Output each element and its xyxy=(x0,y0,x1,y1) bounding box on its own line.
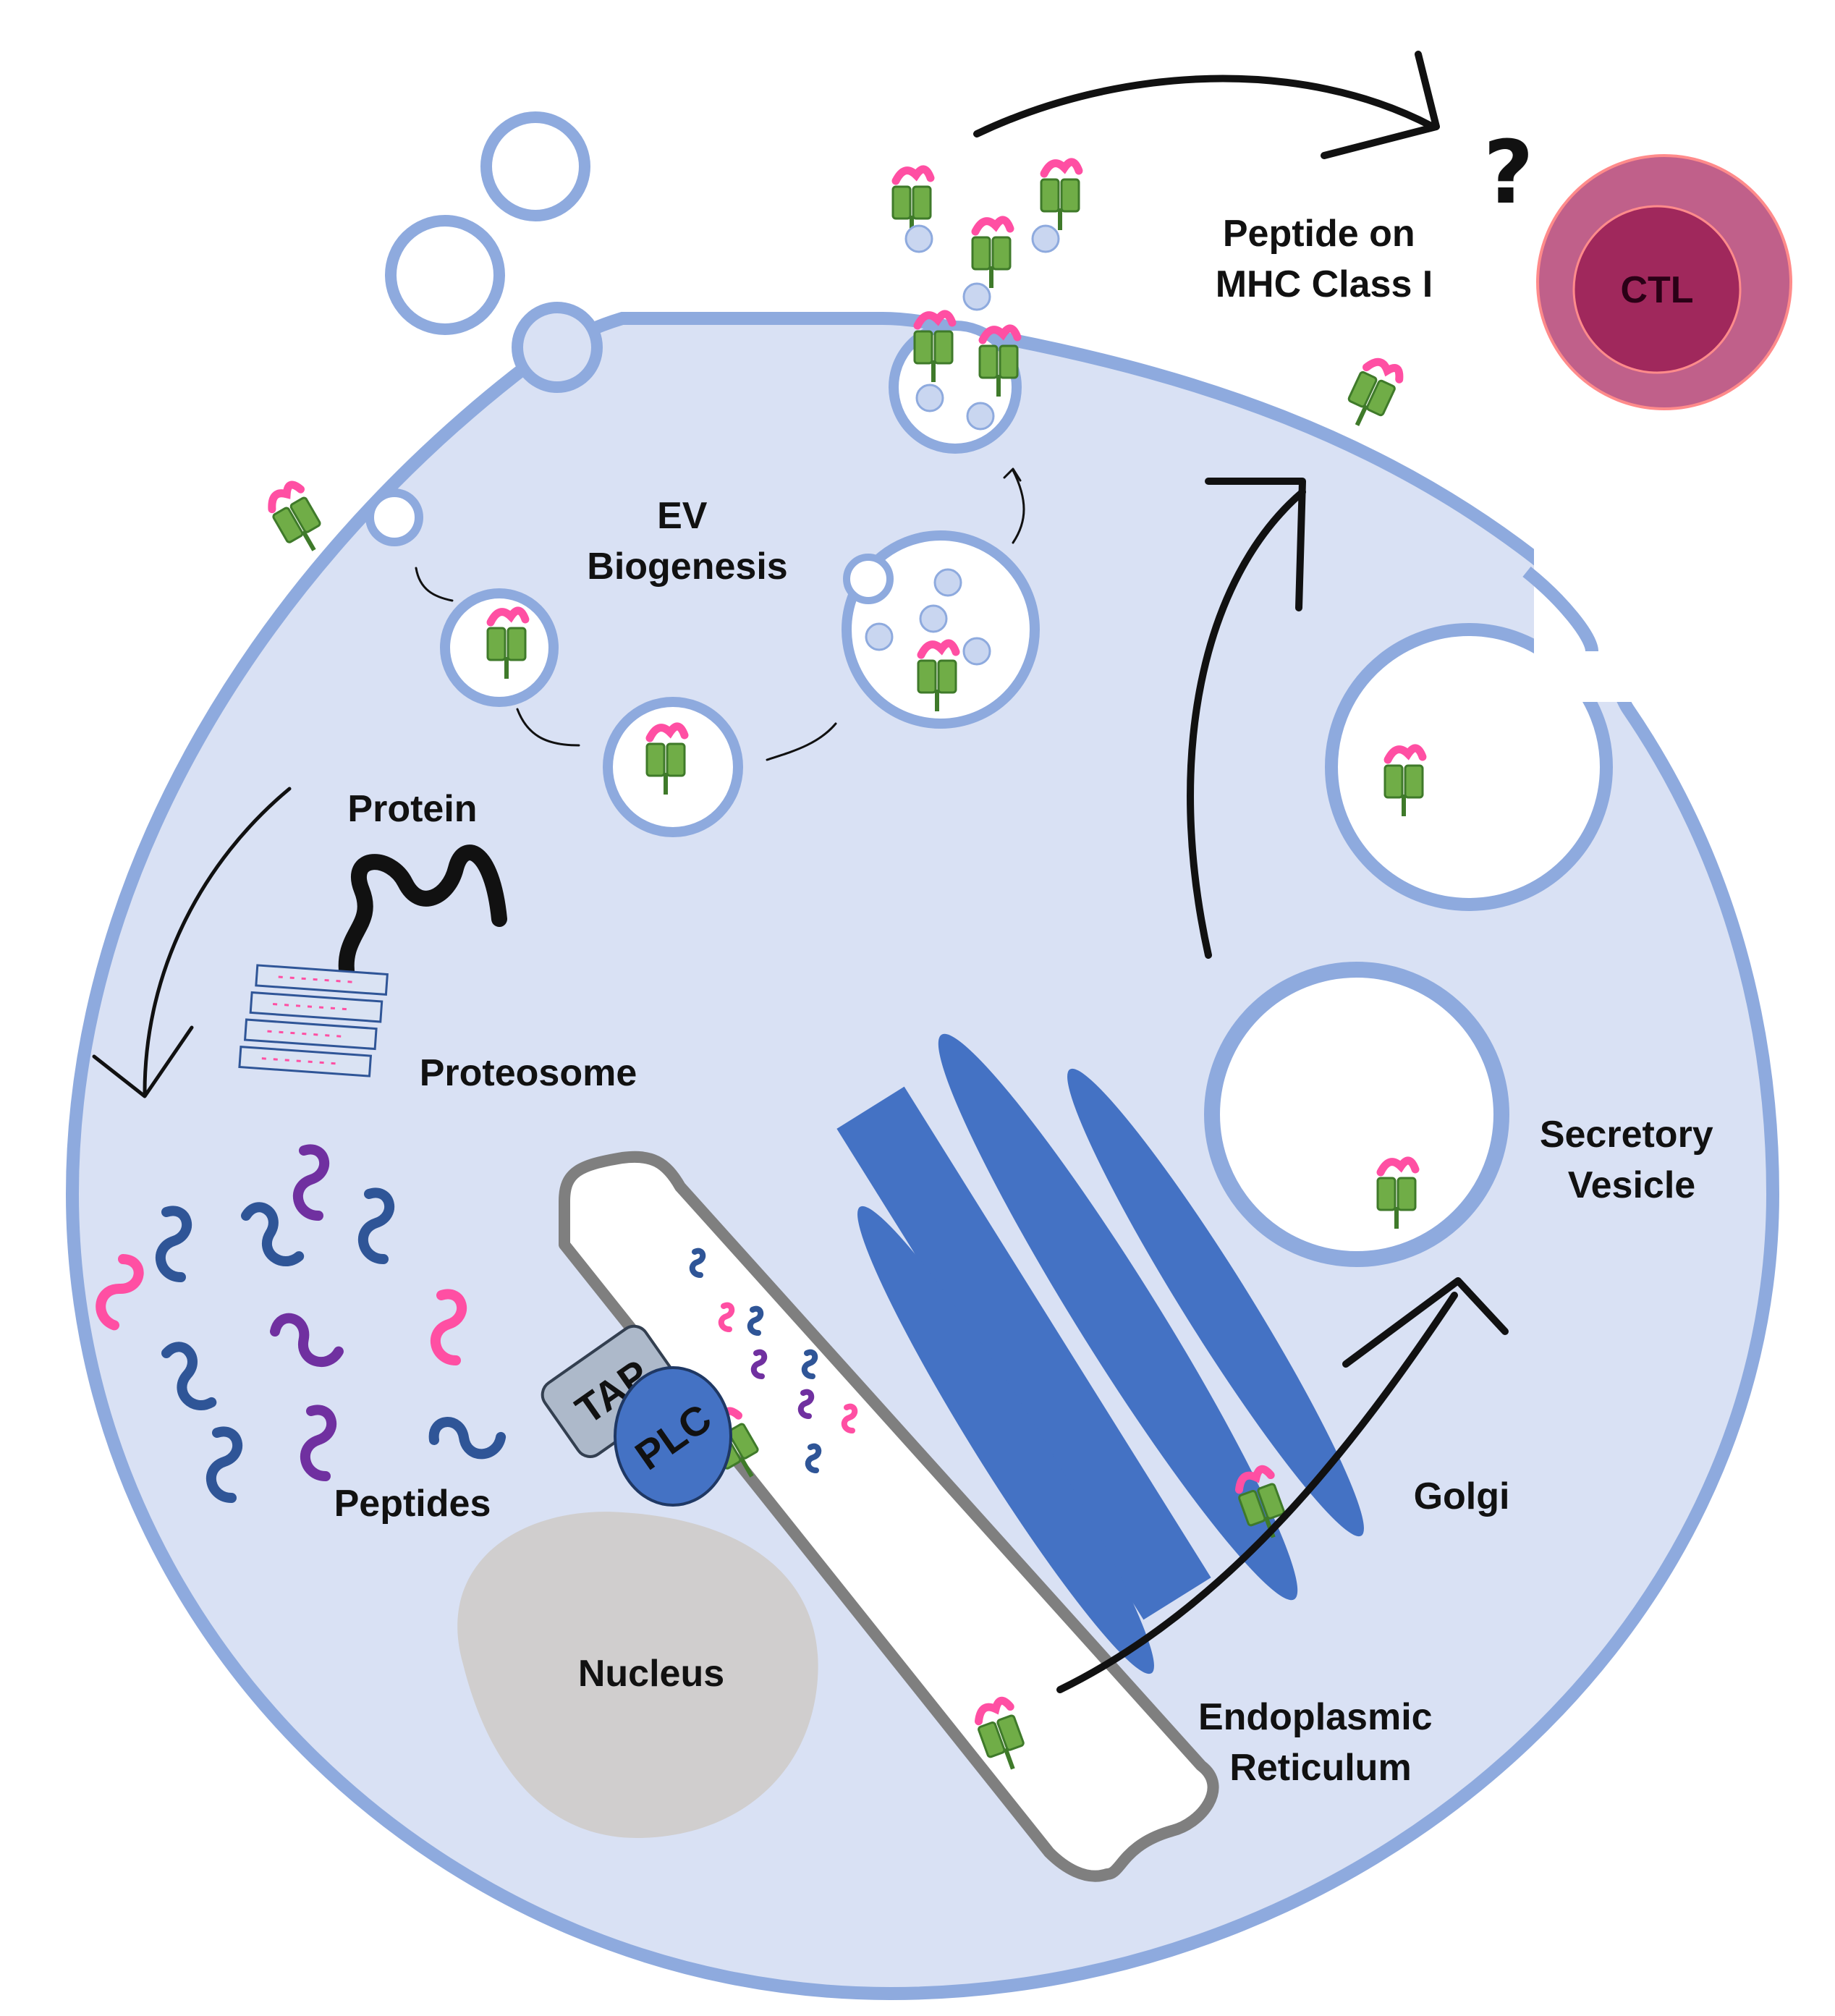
ctl-label: CTL xyxy=(1620,269,1693,311)
golgi xyxy=(836,1033,1364,1674)
ev-biogenesis-label: EV Biogenesis xyxy=(587,495,787,588)
er-label: Endoplasmic Reticulum xyxy=(1198,1696,1443,1789)
arrow-to-ctl xyxy=(973,75,1436,137)
golgi-label: Golgi xyxy=(1414,1475,1510,1517)
secretory-vesicle xyxy=(1204,962,1509,1267)
ctl-cell: CTL xyxy=(1536,154,1792,410)
secretory-vesicle-label: Secretory Vesicle xyxy=(1540,1114,1724,1206)
protein-chain xyxy=(338,844,507,985)
surface-mhc xyxy=(1340,355,1403,433)
released-exosomes xyxy=(893,162,1079,311)
ev-circle xyxy=(385,215,505,335)
peptides-label: Peptides xyxy=(334,1483,491,1525)
arrow-er-to-secretory xyxy=(1056,1292,1458,1693)
external-vesicles xyxy=(385,111,603,393)
surface-mhc xyxy=(263,482,330,559)
ev-circle xyxy=(480,111,590,221)
peptide-mhc-label: Peptide on MHC Class I xyxy=(1216,213,1433,305)
question-mark: ? xyxy=(1483,123,1534,224)
arrow-protein-to-peptides xyxy=(143,787,292,1095)
ev-biogenesis xyxy=(365,314,1040,837)
arrow-secretory-to-surface xyxy=(1187,488,1306,959)
tap-plc-complex: TAP PLC xyxy=(541,1324,732,1507)
protein-label: Protein xyxy=(347,788,477,830)
endocytic-bud xyxy=(365,488,423,546)
endoplasmic-reticulum xyxy=(559,1151,1219,1882)
nucleus xyxy=(457,1512,818,1838)
budding-vesicle xyxy=(512,302,603,393)
nucleus-label: Nucleus xyxy=(578,1653,724,1695)
proteosome xyxy=(238,964,389,1077)
proteosome-label: Proteosome xyxy=(420,1052,637,1094)
